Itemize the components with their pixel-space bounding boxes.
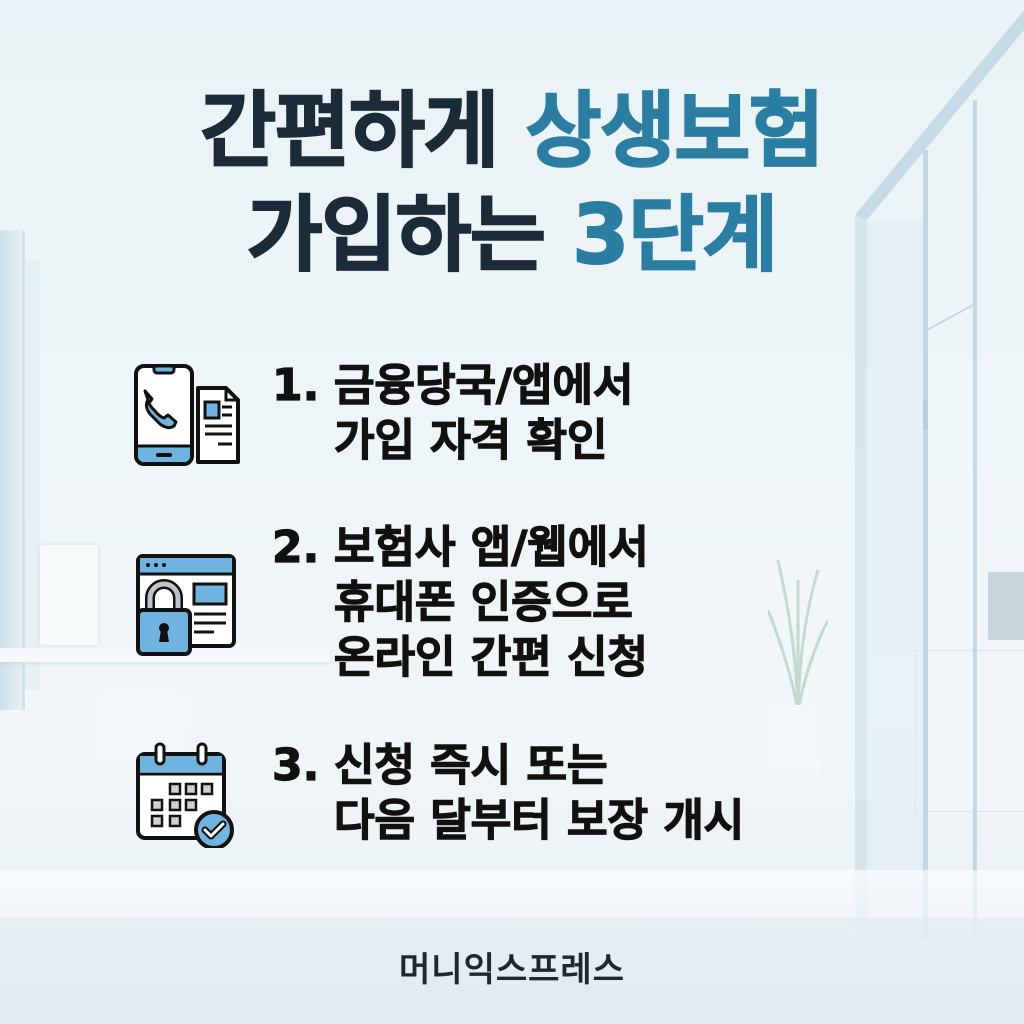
step-3-line-2: 다음 달부터 보장 개시: [333, 794, 745, 846]
title-line-1: 간편하게 상생보험: [0, 80, 1024, 184]
background-plant-pot: [768, 705, 820, 775]
brand-name: 머니익스프레스: [399, 950, 625, 990]
left-window-frame: [0, 230, 25, 710]
title-line-2-plain: 가입하는: [246, 187, 573, 284]
step-1-number: 1.: [271, 359, 320, 411]
background-plant: [768, 560, 828, 710]
step-3-text: 3.신청 즉시 또는 다음 달부터 보장 개시: [271, 738, 745, 848]
step-1-text: 1.금융당국/앱에서 가입 자격 확인: [271, 358, 634, 468]
background-laptop: [988, 572, 1024, 640]
step-1: 1.금융당국/앱에서 가입 자격 확인: [130, 358, 634, 470]
title-line-2-highlight: 3단계: [571, 187, 779, 284]
step-2-line-2: 휴대폰 인증으로: [333, 576, 633, 628]
step-3-number: 3.: [271, 739, 320, 791]
step-2-number: 2.: [271, 521, 320, 573]
step-2: 2.보험사 앱/웹에서 휴대폰 인증으로 온라인 간편 신청: [130, 520, 649, 685]
calendar-check-icon: [136, 742, 234, 848]
title-line-1-highlight: 상생보험: [525, 83, 826, 180]
background-monitor: [40, 545, 98, 645]
step-3-line-1: 신청 즉시 또는: [333, 739, 608, 791]
step-1-line-2: 가입 자격 확인: [333, 414, 608, 466]
phone-document-icon: [134, 364, 240, 466]
browser-lock-icon: [136, 554, 236, 656]
title-line-2: 가입하는 3단계: [0, 184, 1024, 288]
step-2-line-3: 온라인 간편 신청: [333, 631, 648, 683]
background-cabinet: [915, 650, 1024, 812]
step-3: 3.신청 즉시 또는 다음 달부터 보장 개시: [130, 738, 745, 848]
page-title: 간편하게 상생보험 가입하는 3단계: [0, 80, 1024, 288]
step-1-line-1: 금융당국/앱에서: [333, 359, 634, 411]
step-2-text: 2.보험사 앱/웹에서 휴대폰 인증으로 온라인 간편 신청: [271, 520, 649, 685]
footer-band: [0, 918, 1024, 1024]
step-2-line-1: 보험사 앱/웹에서: [333, 521, 649, 573]
glass-partition: [855, 10, 1024, 940]
title-line-1-plain: 간편하게: [199, 83, 526, 180]
